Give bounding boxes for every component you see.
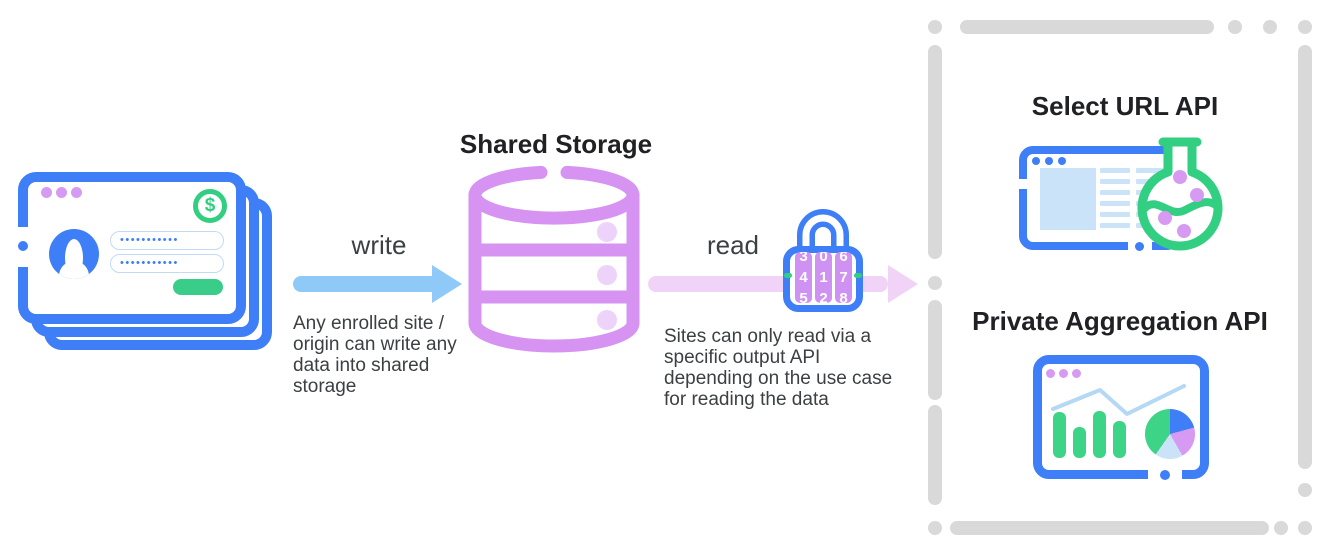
- dollar-badge-icon: $: [193, 189, 227, 223]
- dial-digit: 6: [839, 252, 848, 265]
- window-control-dot: [1046, 369, 1055, 378]
- pie-chart-icon: [1145, 409, 1195, 459]
- database-icon: [468, 165, 640, 353]
- bar: [1073, 427, 1086, 458]
- border-gap: [1019, 179, 1027, 189]
- window-controls: [1046, 369, 1081, 378]
- read-label: read: [706, 230, 760, 260]
- content-block: [1040, 168, 1096, 230]
- arrow-head: [432, 265, 462, 303]
- arrow-head: [888, 265, 918, 303]
- lock-dial: 0 1 2: [815, 252, 832, 303]
- dashboard-window-icon: [1033, 355, 1209, 480]
- dial-tick: [784, 273, 792, 278]
- window-control-dot: [41, 187, 52, 198]
- read-caption: Sites can only read via a specific outpu…: [664, 326, 893, 410]
- window-control-dot: [1059, 369, 1068, 378]
- dial-digit: 1: [819, 269, 828, 286]
- window-controls: [41, 187, 82, 198]
- dial-digit: 7: [839, 269, 848, 286]
- combination-lock-icon: 3 4 5 0 1 2 6 7 8: [781, 204, 865, 312]
- write-label: write: [351, 230, 407, 260]
- border-dot: [1160, 469, 1170, 480]
- submit-button: [173, 279, 223, 295]
- avatar-shoulders: [59, 261, 89, 279]
- arrow-shaft: [293, 276, 441, 292]
- window-control-dot: [1072, 369, 1081, 378]
- window-control-dot: [1058, 157, 1066, 165]
- window-control-dot: [1032, 157, 1040, 165]
- bar-chart-icon: [1053, 411, 1126, 458]
- dial-digit: 4: [799, 269, 808, 286]
- password-value: •••••••••••: [120, 256, 179, 269]
- bar: [1113, 421, 1126, 458]
- bar: [1093, 411, 1106, 458]
- border-dot: [18, 241, 28, 251]
- window-control-dot: [56, 187, 67, 198]
- login-window: $ ••••••••••• •••••••••••: [18, 172, 246, 324]
- window-controls: [1032, 157, 1066, 165]
- window-control-dot: [71, 187, 82, 198]
- dial-digit: 2: [819, 290, 828, 303]
- lock-dials: 3 4 5 0 1 2 6 7 8: [795, 252, 852, 303]
- currency-symbol: $: [204, 195, 216, 216]
- dial-digit: 5: [799, 290, 808, 303]
- select-url-api-title: Select URL API: [1031, 91, 1219, 121]
- shared-storage-title: Shared Storage: [459, 129, 653, 159]
- flask-icon: [1137, 137, 1223, 251]
- border-dot: [1135, 241, 1144, 251]
- dial-digit: 8: [839, 290, 848, 303]
- user-avatar-icon: [49, 229, 99, 279]
- lock-dial: 6 7 8: [835, 252, 852, 303]
- password-field: •••••••••••: [110, 254, 224, 273]
- private-aggregation-api-title: Private Aggregation API: [972, 306, 1268, 336]
- lock-dial: 3 4 5: [795, 252, 812, 303]
- text-lines: [1100, 168, 1130, 228]
- password-value: •••••••••••: [120, 233, 179, 246]
- bar: [1053, 412, 1066, 458]
- line-chart-icon: [1051, 384, 1186, 416]
- password-field: •••••••••••: [110, 231, 224, 250]
- privacy-boundary-frame: [928, 20, 1313, 535]
- write-caption: Any enrolled site / origin can write any…: [293, 313, 457, 397]
- dial-digit: 0: [819, 252, 828, 265]
- window-control-dot: [1045, 157, 1053, 165]
- dial-digit: 3: [799, 252, 808, 265]
- dial-tick: [854, 273, 862, 278]
